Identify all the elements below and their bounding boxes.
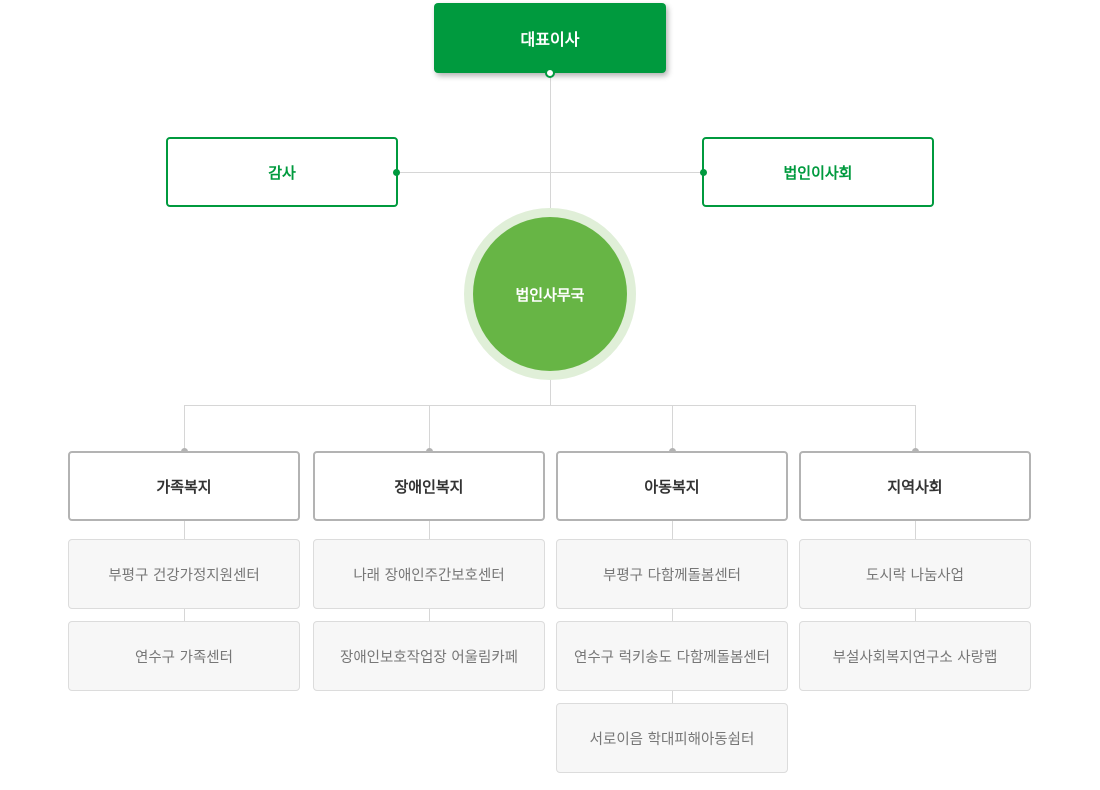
unit-label: 부평구 건강가정지원센터: [108, 567, 260, 584]
unit-label: 장애인보호작업장 어울림카페: [339, 649, 519, 666]
ceo-box[interactable]: 대표이사: [434, 3, 666, 73]
department-label: 가족복지: [156, 477, 212, 496]
connector-side: [397, 172, 703, 173]
unit-box[interactable]: 나래 장애인주간보호센터: [313, 539, 545, 609]
unit-box[interactable]: 서로이음 학대피해아동쉼터: [556, 703, 788, 773]
unit-box[interactable]: 도시락 나눔사업: [799, 539, 1031, 609]
department-label: 아동복지: [644, 477, 700, 496]
unit-box[interactable]: 연수구 럭키송도 다함께돌봄센터: [556, 621, 788, 691]
connector-vertical: [672, 521, 673, 703]
secretariat-label: 법인사무국: [515, 285, 585, 304]
connector-dot: [545, 68, 555, 78]
connector-vertical: [672, 405, 673, 451]
department-box[interactable]: 지역사회: [799, 451, 1031, 521]
connector-dot: [393, 169, 400, 176]
department-label: 지역사회: [887, 477, 943, 496]
unit-box[interactable]: 부평구 다함께돌봄센터: [556, 539, 788, 609]
unit-label: 부설사회복지연구소 사랑랩: [832, 649, 998, 666]
unit-label: 부평구 다함께돌봄센터: [602, 567, 741, 584]
auditor-label: 감사: [268, 163, 296, 182]
auditor-box[interactable]: 감사: [166, 137, 398, 207]
department-box[interactable]: 가족복지: [68, 451, 300, 521]
unit-label: 나래 장애인주간보호센터: [353, 567, 505, 584]
board-box[interactable]: 법인이사회: [702, 137, 934, 207]
connector-vertical: [915, 405, 916, 451]
ceo-label: 대표이사: [520, 30, 580, 49]
unit-box[interactable]: 부평구 건강가정지원센터: [68, 539, 300, 609]
unit-box[interactable]: 부설사회복지연구소 사랑랩: [799, 621, 1031, 691]
board-label: 법인이사회: [783, 163, 853, 182]
department-label: 장애인복지: [394, 477, 464, 496]
connector-vertical: [184, 405, 185, 451]
connector-departments: [184, 405, 915, 406]
unit-label: 도시락 나눔사업: [866, 567, 964, 584]
unit-label: 서로이음 학대피해아동쉼터: [589, 731, 755, 748]
secretariat-circle[interactable]: 법인사무국: [473, 217, 627, 371]
unit-box[interactable]: 연수구 가족센터: [68, 621, 300, 691]
connector-vertical: [429, 405, 430, 451]
department-box[interactable]: 아동복지: [556, 451, 788, 521]
unit-box[interactable]: 장애인보호작업장 어울림카페: [313, 621, 545, 691]
unit-label: 연수구 가족센터: [135, 649, 233, 666]
unit-label: 연수구 럭키송도 다함께돌봄센터: [574, 649, 770, 666]
connector-dot: [700, 169, 707, 176]
department-box[interactable]: 장애인복지: [313, 451, 545, 521]
